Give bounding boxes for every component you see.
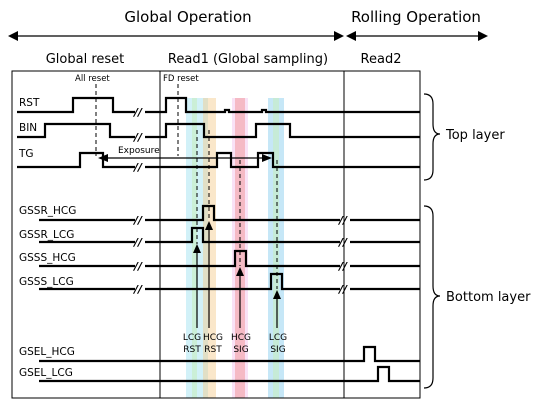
break-mark: // bbox=[132, 131, 143, 144]
sample-label-hcg-sig-top: HCG bbox=[231, 333, 251, 343]
sample-arrow-hcg-rst bbox=[205, 221, 213, 328]
global-operation-header: Global Operation bbox=[124, 8, 251, 26]
break-mark: // bbox=[132, 260, 143, 273]
signal-label-gsel-hcg: GSEL_HCG bbox=[19, 346, 75, 358]
global-operation-arrow bbox=[8, 31, 344, 41]
band-lcg-sig-inner bbox=[273, 98, 279, 398]
sample-arrow-lcg-sig bbox=[273, 290, 281, 328]
sample-arrow-hcg-sig bbox=[236, 267, 244, 328]
wave-rst bbox=[17, 96, 420, 114]
wave-gsel-lcg bbox=[39, 365, 420, 383]
break-mark: // bbox=[132, 283, 143, 296]
diagram-frame bbox=[11, 70, 421, 399]
wave-gsss-lcg bbox=[39, 272, 420, 291]
signal-label-gssr-lcg: GSSR_LCG bbox=[19, 229, 74, 241]
band-lcg-rst-inner bbox=[192, 98, 197, 398]
signal-label-gsel-lcg: GSEL_LCG bbox=[19, 367, 73, 379]
sample-label-hcg-rst-bottom: RST bbox=[204, 345, 222, 355]
signal-label-gssr-hcg: GSSR_HCG bbox=[19, 205, 76, 217]
sample-label-hcg-sig-bottom: SIG bbox=[233, 345, 248, 355]
wave-bin bbox=[17, 122, 420, 139]
break-mark: // bbox=[337, 260, 348, 273]
wave-tg bbox=[17, 151, 420, 169]
sample-label-hcg-rst-top: HCG bbox=[203, 333, 223, 343]
bottom-layer-brace bbox=[423, 205, 441, 389]
exposure-label: Exposure bbox=[118, 146, 160, 156]
wave-gssr-lcg bbox=[39, 226, 420, 244]
signal-label-bin: BIN bbox=[19, 122, 37, 134]
signal-label-tg: TG bbox=[18, 148, 34, 160]
break-mark: // bbox=[132, 161, 143, 174]
break-mark: // bbox=[132, 236, 143, 249]
top-layer-brace bbox=[423, 93, 441, 181]
wave-gsss-hcg bbox=[39, 249, 420, 268]
all-reset-label: All reset bbox=[75, 74, 110, 84]
break-mark: // bbox=[132, 106, 143, 119]
global-reset-header: Global reset bbox=[46, 52, 125, 67]
sample-arrow-lcg-rst bbox=[193, 244, 201, 328]
top-layer-label: Top layer bbox=[445, 128, 505, 143]
break-marks-bottom: // // // // // // // // bbox=[132, 214, 348, 296]
bottom-layer-label: Bottom layer bbox=[446, 290, 531, 305]
read1-header: Read1 (Global sampling) bbox=[168, 52, 328, 67]
break-mark: // bbox=[337, 236, 348, 249]
fd-reset-label: FD reset bbox=[163, 74, 199, 84]
sample-label-lcg-sig-bottom: SIG bbox=[270, 345, 285, 355]
sample-label-lcg-rst-top: LCG bbox=[183, 333, 201, 343]
break-mark: // bbox=[337, 214, 348, 227]
signal-label-rst: RST bbox=[19, 97, 40, 109]
exposure-arrow bbox=[98, 154, 272, 162]
signal-label-gsss-hcg: GSSS_HCG bbox=[19, 252, 76, 264]
signal-label-gsss-lcg: GSSS_LCG bbox=[19, 276, 74, 288]
wave-gsel-hcg bbox=[39, 345, 420, 363]
sample-label-lcg-rst-bottom: RST bbox=[183, 345, 201, 355]
read2-header: Read2 bbox=[361, 52, 402, 67]
break-marks-top: // // // bbox=[132, 106, 143, 174]
rolling-operation-header: Rolling Operation bbox=[351, 8, 481, 26]
rolling-operation-arrow bbox=[346, 31, 488, 41]
sample-label-lcg-sig-top: LCG bbox=[269, 333, 287, 343]
break-mark: // bbox=[337, 283, 348, 296]
break-mark: // bbox=[132, 214, 143, 227]
wave-gssr-hcg bbox=[39, 204, 420, 222]
